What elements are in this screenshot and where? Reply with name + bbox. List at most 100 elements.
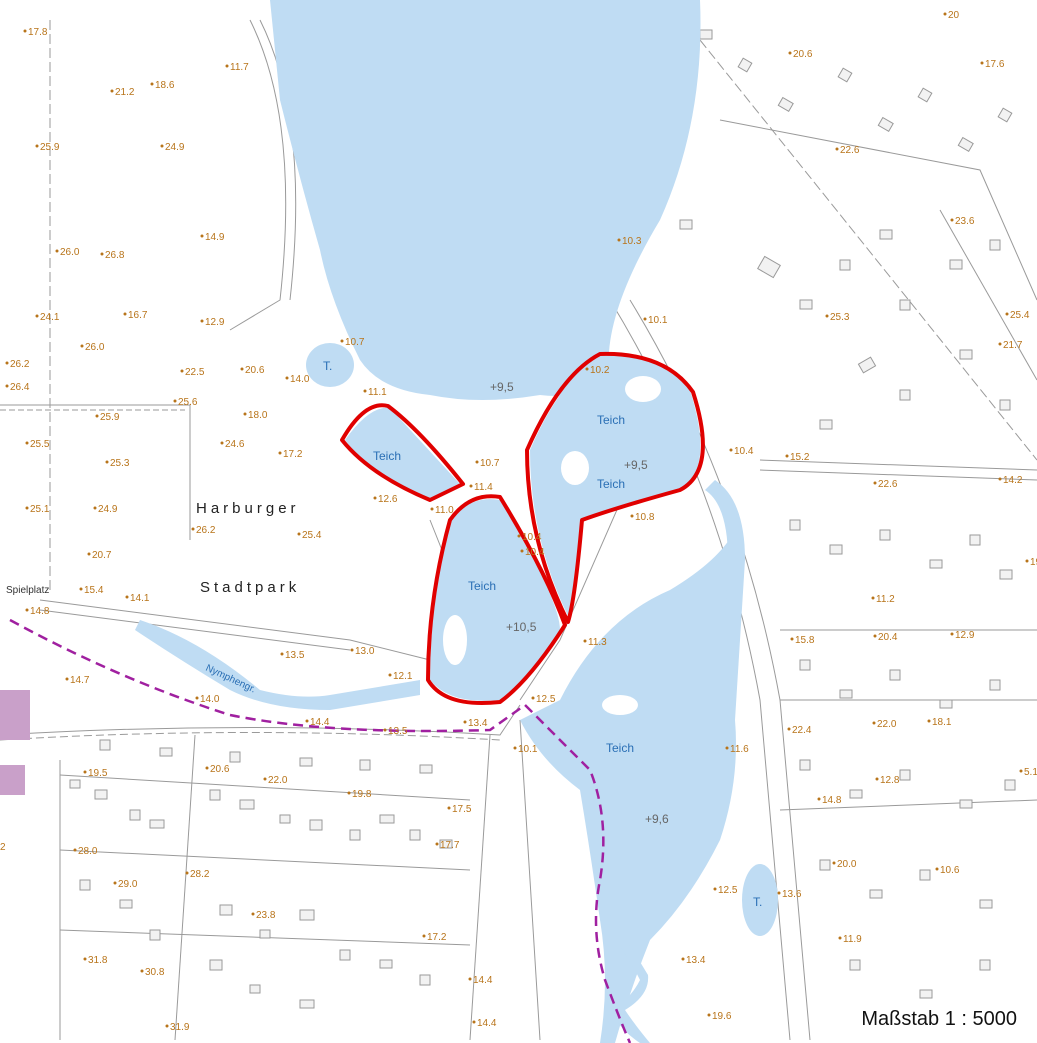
elevation-label: 19 — [1030, 557, 1037, 568]
elevation-label: 11.7 — [230, 62, 249, 73]
elevation-label: 12.6 — [378, 494, 398, 505]
elevation-point — [475, 460, 479, 464]
elevation-point — [173, 399, 177, 403]
elevation-point — [835, 147, 839, 151]
elevation-label: 20.7 — [92, 550, 112, 561]
road-network — [0, 19, 1037, 1041]
elevation-label: 25.6 — [178, 397, 198, 408]
elevation-label: 17.2 — [427, 932, 447, 943]
elevation-label: 20.0 — [837, 859, 857, 870]
elevation-point — [280, 652, 284, 656]
water-bodies — [135, 0, 778, 1043]
elevation-label: 11.1 — [368, 387, 387, 398]
elevation-label: 10.7 — [480, 458, 500, 469]
elevation-point — [927, 719, 931, 723]
elevation-label: 25.9 — [100, 412, 120, 423]
elevation-label: 15.2 — [790, 452, 810, 463]
elevation-label: 10.7 — [345, 337, 365, 348]
elevation-point — [160, 144, 164, 148]
elevation-label: 24.9 — [165, 142, 185, 153]
elevation-point — [787, 727, 791, 731]
elevation-label: 10.3 — [622, 236, 642, 247]
elevation-label: 10.8 — [635, 512, 655, 523]
elevation-label: 25.4 — [302, 530, 322, 541]
elevation-point — [707, 1013, 711, 1017]
label-teich-3b: Teich — [597, 477, 625, 491]
elevation-label: 28.0 — [78, 846, 98, 857]
elevation-label: 25.4 — [1010, 310, 1030, 321]
elevation-point — [838, 936, 842, 940]
elevation-label: 22.6 — [878, 479, 898, 490]
elevation-label: 10.1 — [518, 744, 538, 755]
elevation-label: 2 — [0, 842, 6, 853]
elevation-point — [1005, 312, 1009, 316]
elevation-label: 26.4 — [10, 382, 30, 393]
elevation-point — [463, 720, 467, 724]
islands — [443, 376, 661, 715]
elevation-point — [383, 728, 387, 732]
channel-east — [705, 480, 745, 720]
hiking-trail — [9, 618, 632, 1043]
elevation-label: 17.8 — [28, 27, 48, 38]
elevation-label: 26.2 — [196, 525, 216, 536]
elevation-point — [165, 1024, 169, 1028]
elevation-point — [240, 367, 244, 371]
elevation-point — [225, 64, 229, 68]
elevation-point — [713, 887, 717, 891]
elevation-label: 20.4 — [878, 632, 898, 643]
elevation-point — [35, 144, 39, 148]
elevation-label: 26.0 — [85, 342, 105, 353]
elevation-label: 23.6 — [955, 216, 975, 227]
elevation-point — [73, 848, 77, 852]
elevation-label: 15.8 — [795, 635, 815, 646]
label-harburger: Harburger — [196, 500, 300, 517]
elevation-point — [5, 361, 9, 365]
elevation-point — [113, 881, 117, 885]
elevation-label: 12.5 — [536, 694, 556, 705]
elevation-point — [643, 317, 647, 321]
elevation-point — [191, 527, 195, 531]
elevation-point — [435, 842, 439, 846]
elevation-point — [513, 746, 517, 750]
elevation-label: 11.0 — [435, 505, 454, 516]
elevation-point — [200, 319, 204, 323]
elevation-label: 22.4 — [792, 725, 812, 736]
elevation-point — [220, 441, 224, 445]
pond-teich-4 — [520, 530, 736, 1043]
elevation-point — [585, 367, 589, 371]
elevation-label: 25.5 — [30, 439, 50, 450]
elevation-label: 24.1 — [40, 312, 60, 323]
elevation-label: 25.1 — [30, 504, 50, 515]
elevation-label: 22.6 — [840, 145, 860, 156]
elevation-point — [520, 549, 524, 553]
large-lake — [270, 0, 701, 400]
elevation-point — [817, 797, 821, 801]
elevation-point — [100, 252, 104, 256]
elevation-label: 14.8 — [822, 795, 842, 806]
elevation-point — [35, 314, 39, 318]
elevation-label: 12.9 — [205, 317, 225, 328]
elevation-label: 22.5 — [185, 367, 205, 378]
elevation-point — [1019, 769, 1023, 773]
elevation-label: 17.5 — [452, 804, 472, 815]
elevation-point — [872, 721, 876, 725]
elevation-label: 20.6 — [245, 365, 265, 376]
label-teich-4: Teich — [606, 741, 634, 755]
elevation-point — [285, 376, 289, 380]
elevation-label: 20 — [948, 10, 960, 21]
elevation-label: 10.6 — [940, 865, 960, 876]
elevation-label: 10.4 — [525, 547, 545, 558]
elevation-point — [65, 677, 69, 681]
elevation-point — [998, 342, 1002, 346]
elevation-label: 24.9 — [98, 504, 118, 515]
elevation-point — [79, 587, 83, 591]
elevation-label: 14.8 — [30, 606, 50, 617]
elevation-label: 24.6 — [225, 439, 245, 450]
elevation-point — [150, 82, 154, 86]
elevation-point — [87, 552, 91, 556]
elevation-label: 21.7 — [1003, 340, 1023, 351]
scale-label: Maßstab 1 : 5000 — [857, 1006, 1021, 1033]
level-label-1: +9,5 — [490, 380, 514, 394]
